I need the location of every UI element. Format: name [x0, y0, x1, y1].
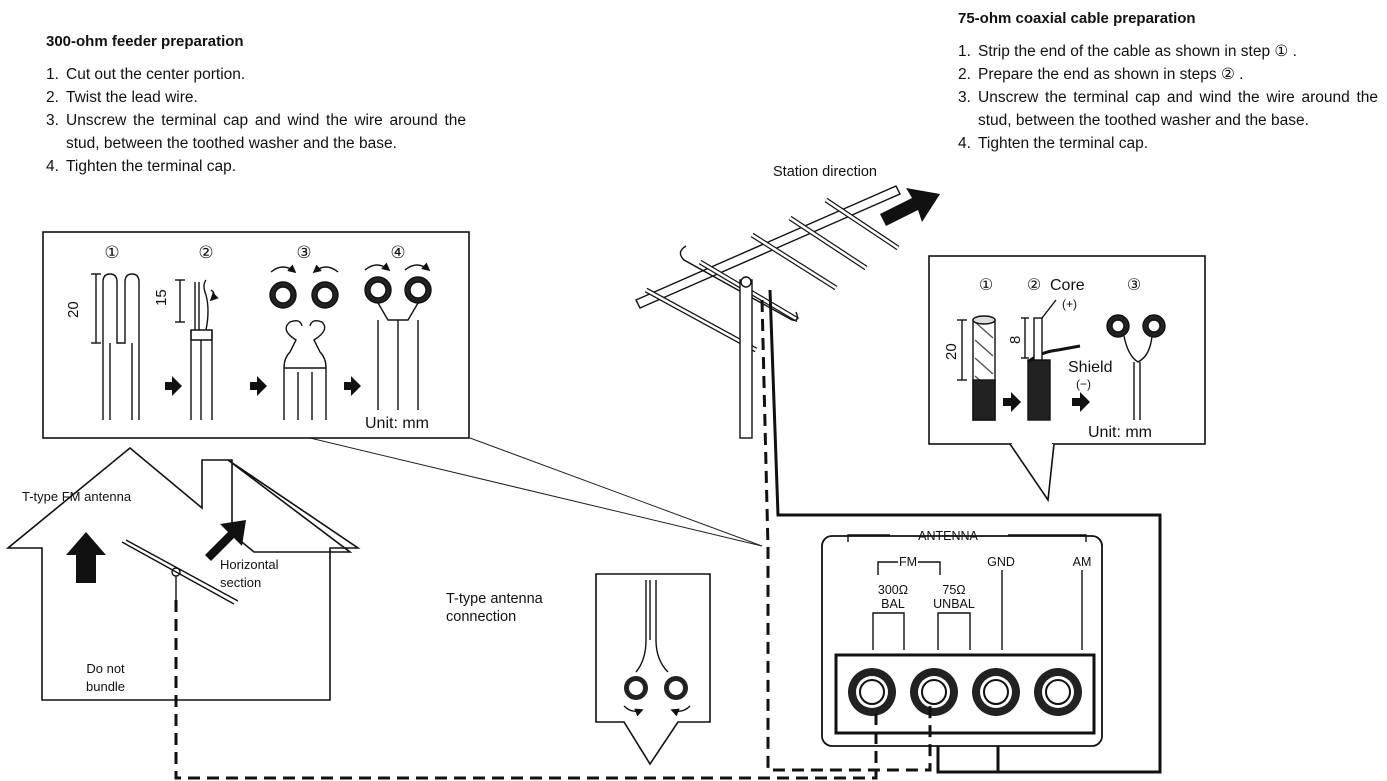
house-arrows	[66, 520, 246, 583]
t-type-fm-antenna-label: T-type FM antenna	[22, 489, 132, 504]
feeder-step-mark-4: ④	[390, 243, 405, 262]
coax-75-step-3: 3.Unscrew the terminal cap and wind the …	[958, 89, 1378, 129]
feeder-300-heading: 300-ohm feeder preparation	[46, 33, 244, 50]
feeder-step3-drawing	[269, 264, 339, 420]
terminal-gnd: GND	[987, 555, 1015, 569]
yagi-antenna-drawing	[635, 185, 901, 439]
antenna-terminal-block	[821, 534, 1103, 747]
coax-dim-8: 8	[1007, 336, 1024, 344]
coax-dim-20: 20	[943, 343, 960, 360]
coax-75-step-1: 1.Strip the end of the cable as shown in…	[958, 43, 1297, 60]
feeder-callout-lines	[309, 437, 763, 547]
diagonal-arrow-icon	[205, 520, 246, 561]
coax-unit: Unit: mm	[1088, 424, 1152, 441]
station-direction-arrow-icon	[880, 188, 940, 226]
coax-75-steps: 1.Strip the end of the cable as shown in…	[958, 40, 1378, 155]
coax-75-step-4: 4.Tighten the terminal cap.	[958, 135, 1149, 152]
station-direction-label: Station direction	[773, 164, 877, 180]
feeder-300-step-2: 2.Twist the lead wire.	[46, 89, 198, 106]
terminal-300-line2: BAL	[881, 597, 905, 611]
feeder-300-step-1: 1.Cut out the center portion.	[46, 66, 246, 83]
feeder-unit: Unit: mm	[365, 415, 429, 432]
feeder-step-mark-2: ②	[198, 243, 213, 262]
coax-step-mark-2: ②	[1027, 277, 1041, 294]
terminal-am: AM	[1073, 555, 1092, 569]
terminal-75-line2: UNBAL	[933, 597, 975, 611]
feeder-300-steps: 1.Cut out the center portion. 2.Twist th…	[46, 63, 486, 178]
up-arrow-icon	[66, 532, 106, 583]
coax-75-panel	[928, 255, 1206, 503]
coax-minus-label: (−)	[1076, 377, 1091, 391]
coax-step3-drawing	[1106, 314, 1166, 420]
terminal-posts	[848, 668, 1082, 716]
terminal-75-line1: 75Ω	[942, 583, 965, 597]
t-antenna-connection-inset	[595, 573, 711, 766]
coax-plus-label: (+)	[1062, 297, 1077, 311]
feeder-300-panel	[42, 231, 470, 439]
coax-step-arrows	[1003, 392, 1090, 412]
feeder-step-mark-1: ①	[104, 243, 119, 262]
feeder-dim-15: 15	[153, 289, 170, 306]
feeder-step-arrows	[165, 376, 361, 396]
coax-panel-texts: ① ② ③ Core (+) Shield (−) 20 8 Unit: mm	[943, 277, 1152, 441]
feeder-step4-drawing	[364, 262, 432, 410]
feeder-300-step-3: 3.Unscrew the terminal cap and wind the …	[46, 112, 466, 152]
terminal-300-line1: 300Ω	[878, 583, 908, 597]
coax-step-mark-3: ③	[1127, 277, 1141, 294]
fm-label: FM	[899, 555, 917, 569]
coax-step1-drawing	[957, 315, 996, 421]
coax-shield-label: Shield	[1068, 359, 1112, 376]
coax-75-heading: 75-ohm coaxial cable preparation	[958, 10, 1196, 27]
feeder-step-mark-3: ③	[296, 243, 311, 262]
fm-t-antenna-drawing	[121, 539, 239, 605]
feeder-panel-texts: ① ② ③ ④ 20 15 Unit: mm	[65, 243, 429, 432]
feeder-300-step-4: 4.Tighten the terminal cap.	[46, 158, 237, 175]
coax-step2-drawing	[1021, 299, 1081, 421]
feeder-step2-drawing	[175, 279, 219, 420]
antenna-label: ANTENNA	[918, 529, 978, 543]
coax-75-step-2: 2.Prepare the end as shown in steps ② .	[958, 66, 1244, 83]
coax-core-label: Core	[1050, 277, 1085, 294]
feeder-step1-drawing	[91, 273, 140, 420]
house-outline	[5, 446, 361, 701]
feeder-300-routes	[174, 299, 932, 780]
feeder-dim-20: 20	[65, 301, 82, 318]
terminal-block-texts: ANTENNA FM 300Ω BAL 75Ω UNBAL GND AM	[878, 529, 1091, 611]
coax-step-mark-1: ①	[979, 277, 993, 294]
